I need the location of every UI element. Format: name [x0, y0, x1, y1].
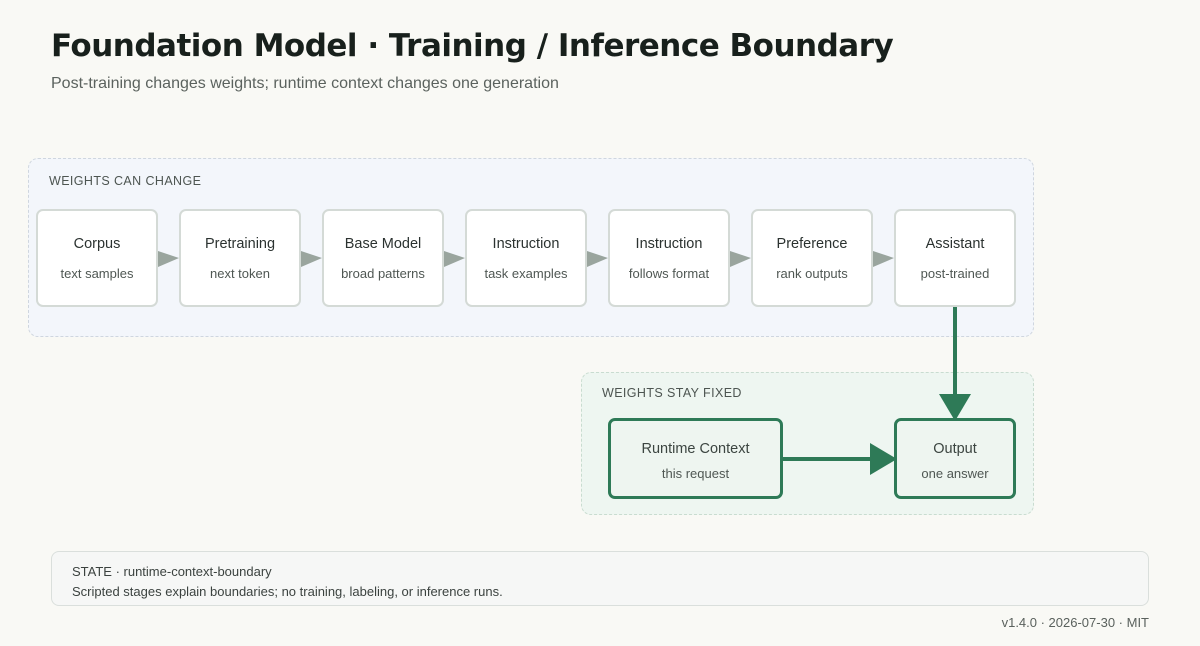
node-title: Pretraining — [204, 236, 276, 252]
state-description: Scripted stages explain boundaries; no t… — [72, 584, 503, 599]
node-subtitle: one answer — [921, 466, 989, 481]
node-subtitle: this request — [661, 466, 730, 481]
node-base-model: Base Model broad patterns — [322, 209, 444, 307]
node-output: Output one answer — [894, 418, 1016, 499]
node-title: Output — [933, 441, 977, 457]
region-label-fixed: WEIGHTS STAY FIXED — [602, 386, 742, 400]
node-assistant: Assistant post-trained — [894, 209, 1016, 307]
region-label-training: WEIGHTS CAN CHANGE — [49, 174, 202, 188]
node-subtitle: follows format — [628, 266, 710, 281]
node-preference: Preference rank outputs — [751, 209, 873, 307]
page-title: Foundation Model · Training / Inference … — [51, 28, 894, 64]
node-runtime-context: Runtime Context this request — [608, 418, 783, 499]
node-title: Base Model — [344, 236, 422, 252]
version-footer: v1.4.0 · 2026-07-30 · MIT — [1001, 615, 1149, 630]
node-title: Assistant — [925, 236, 985, 252]
node-title: Preference — [776, 236, 848, 252]
node-subtitle: broad patterns — [341, 266, 425, 281]
page-subtitle: Post-training changes weights; runtime c… — [51, 75, 559, 92]
node-subtitle: next token — [210, 266, 270, 281]
node-title: Instruction — [635, 236, 703, 252]
node-subtitle: task examples — [484, 266, 568, 281]
node-instruction-data: Instruction task examples — [465, 209, 587, 307]
node-subtitle: rank outputs — [776, 266, 848, 281]
node-instruction-tuned: Instruction follows format — [608, 209, 730, 307]
node-subtitle: text samples — [60, 266, 134, 281]
node-title: Instruction — [492, 236, 560, 252]
state-panel: STATE · runtime-context-boundary Scripte… — [51, 551, 1149, 606]
state-title: STATE · runtime-context-boundary — [72, 564, 272, 579]
node-subtitle: post-trained — [920, 266, 990, 281]
node-title: Runtime Context — [641, 441, 750, 457]
node-title: Corpus — [73, 236, 121, 252]
node-corpus: Corpus text samples — [36, 209, 158, 307]
node-pretraining: Pretraining next token — [179, 209, 301, 307]
